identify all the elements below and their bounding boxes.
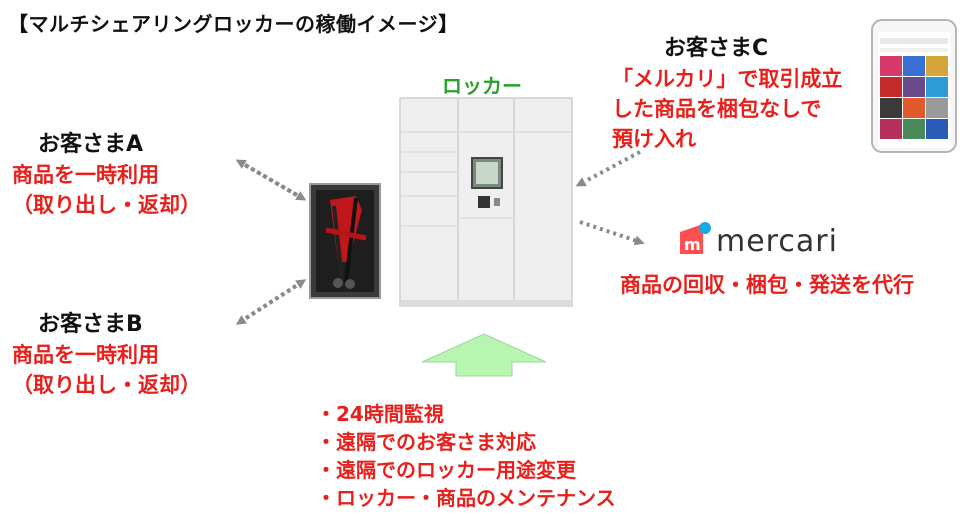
monitoring-item: ・ロッカー・商品のメンテナンス bbox=[316, 486, 616, 510]
mercari-logo-icon: m bbox=[680, 222, 711, 254]
monitoring-list: ・24時間監視 ・遠隔でのお客さま対応 ・遠隔でのロッカー用途変更 ・ロッカー・… bbox=[316, 400, 616, 512]
customer-c-desc-line-2: した商品を梱包なしで bbox=[612, 97, 822, 121]
upward-arrow bbox=[421, 333, 547, 377]
mercari-logo-letter: m bbox=[684, 235, 701, 254]
customer-b-desc-line-2: （取り出し・返却） bbox=[12, 373, 201, 397]
locker-control-panel bbox=[471, 157, 503, 208]
customer-c-desc: 「メルカリ」で取引成立 した商品を梱包なしで 預け入れ bbox=[612, 64, 842, 154]
locker-unit bbox=[399, 97, 573, 307]
monitoring-item: ・遠隔でのお客さま対応 bbox=[316, 430, 536, 454]
arrow-customer-b bbox=[235, 279, 307, 325]
customer-a-desc: 商品を一時利用 （取り出し・返却） bbox=[12, 160, 201, 220]
customer-b-desc-line-1: 商品を一時利用 bbox=[12, 343, 159, 367]
customer-c-desc-line-3: 預け入れ bbox=[612, 127, 696, 151]
customer-a-desc-line-1: 商品を一時利用 bbox=[12, 163, 159, 187]
mercari-logo-text: mercari bbox=[716, 224, 838, 259]
page-title: 【マルチシェアリングロッカーの稼働イメージ】 bbox=[8, 12, 459, 36]
customer-a-desc-line-2: （取り出し・返却） bbox=[12, 193, 201, 217]
customer-b-name: お客さまB bbox=[38, 312, 143, 337]
customer-c-name: お客さまC bbox=[664, 36, 769, 61]
arrow-customer-c bbox=[575, 150, 641, 187]
customer-c-desc-line-1: 「メルカリ」で取引成立 bbox=[612, 67, 843, 91]
stroller-compartment bbox=[309, 183, 381, 299]
customer-b-desc: 商品を一時利用 （取り出し・返却） bbox=[12, 340, 201, 400]
arrow-customer-a bbox=[235, 159, 307, 201]
mercari-desc: 商品の回収・梱包・発送を代行 bbox=[620, 273, 914, 297]
arrow-to-mercari bbox=[579, 220, 645, 246]
customer-a-name: お客さまA bbox=[38, 132, 144, 157]
smartphone-icon bbox=[871, 19, 957, 153]
stroller-icon bbox=[325, 196, 367, 289]
monitoring-item: ・遠隔でのロッカー用途変更 bbox=[316, 458, 576, 482]
monitoring-item: ・24時間監視 bbox=[316, 402, 444, 426]
locker-label: ロッカー bbox=[442, 74, 522, 98]
